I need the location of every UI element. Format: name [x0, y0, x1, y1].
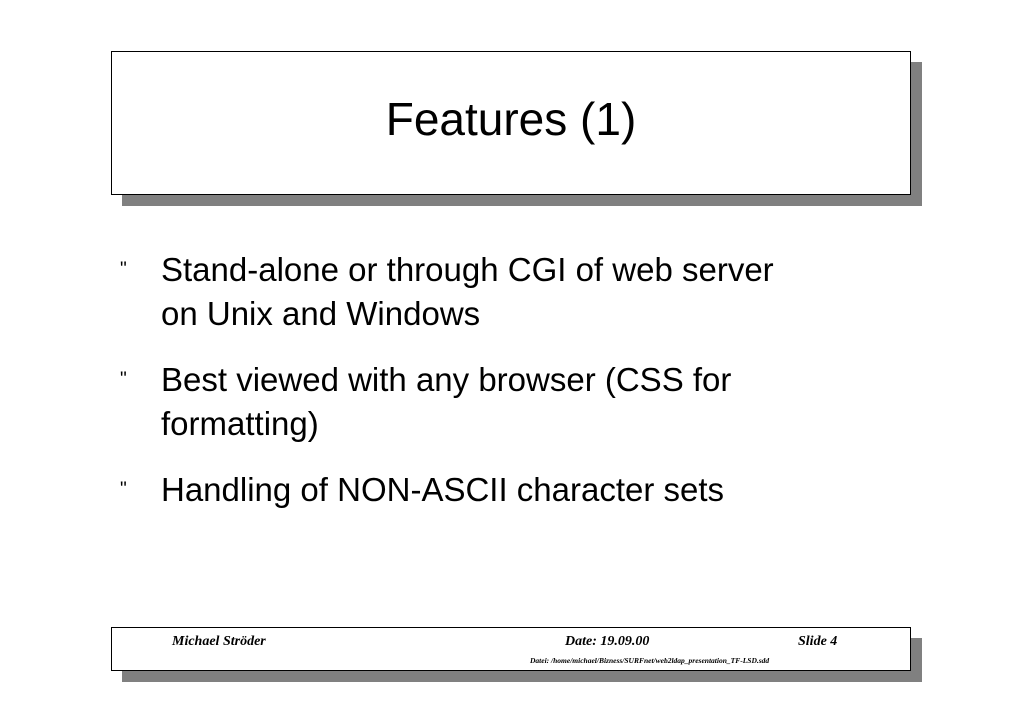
- title-box: Features (1): [111, 51, 911, 195]
- bullet-item: " Handling of NON-ASCII character sets: [114, 468, 904, 512]
- bullet-text-line: formatting): [161, 405, 319, 442]
- bullet-item: " Stand-alone or through CGI of web serv…: [114, 248, 904, 336]
- bullet-item: " Best viewed with any browser (CSS for …: [114, 358, 904, 446]
- footer-date: Date: 19.09.00: [565, 634, 650, 649]
- footer-author: Michael Ströder: [172, 634, 266, 649]
- bullet-text-line: Handling of NON-ASCII character sets: [161, 471, 725, 508]
- bullet-marker: ": [120, 479, 127, 500]
- bullet-text-line: Best viewed with any browser (CSS for: [161, 361, 732, 398]
- footer-slide-number: Slide 4: [798, 634, 838, 649]
- bullet-list: " Stand-alone or through CGI of web serv…: [114, 248, 904, 534]
- bullet-marker: ": [120, 369, 127, 390]
- bullet-marker: ": [120, 259, 127, 280]
- footer-box: Michael Ströder Date: 19.09.00 Slide 4 D…: [111, 627, 911, 671]
- slide-title: Features (1): [385, 93, 637, 145]
- bullet-text-line: Stand-alone or through CGI of web server: [161, 251, 774, 288]
- footer-file-path: Datei: /home/michael/Bizness/SURFnet/web…: [530, 656, 770, 665]
- bullet-text-line: on Unix and Windows: [161, 295, 481, 332]
